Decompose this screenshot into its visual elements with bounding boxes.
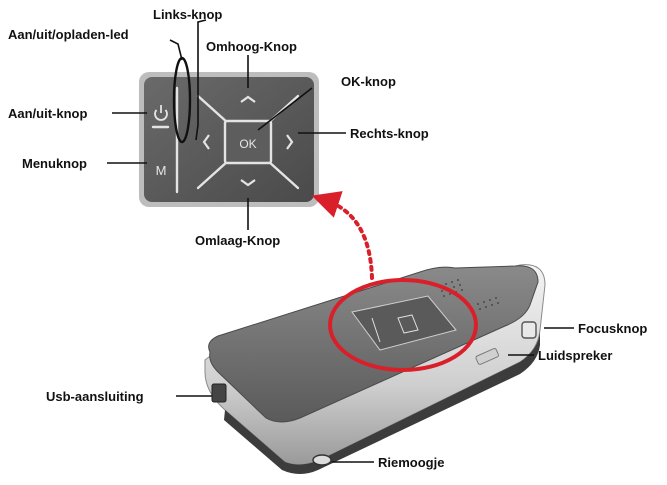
menu-button-label[interactable]: M (156, 163, 167, 178)
label-right-button: Rechts-knop (350, 126, 429, 141)
label-power-button: Aan/uit-knop (8, 106, 87, 121)
ok-button-label: OK (239, 137, 256, 151)
leader-lines (107, 19, 574, 463)
chevron-left-icon[interactable] (202, 134, 210, 150)
strap-hook (312, 454, 332, 466)
label-up-button: Omhoog-Knop (206, 39, 297, 54)
highlight-ring (328, 278, 478, 372)
power-icon[interactable] (154, 105, 168, 121)
label-menu-button: Menuknop (22, 156, 87, 171)
keypad-diagonal-bl (196, 159, 230, 190)
speaker-slot (475, 348, 499, 365)
label-left-button: Links-knop (153, 7, 222, 22)
dotted-curved-arrow-icon (311, 191, 374, 280)
keypad-enlarged: OK M (139, 56, 319, 207)
focus-switch[interactable] (521, 321, 537, 339)
label-speaker: Luidspreker (538, 348, 612, 363)
usb-port[interactable] (211, 383, 227, 403)
label-strap-hook: Riemoogje (378, 455, 444, 470)
label-usb-port: Usb-aansluiting (46, 389, 144, 404)
label-focus-switch: Focusknop (578, 321, 647, 336)
leader-ok (257, 87, 313, 131)
label-down-button: Omlaag-Knop (195, 233, 280, 248)
chevron-right-icon[interactable] (286, 134, 294, 150)
keypad-diagonal-tl (196, 94, 230, 125)
chevron-up-icon[interactable] (240, 95, 256, 103)
keypad-small-ok (397, 314, 419, 334)
leader-led (169, 39, 183, 61)
camcorder-body (204, 264, 546, 474)
chevron-down-icon[interactable] (240, 179, 256, 187)
keypad-on-body (351, 295, 457, 351)
leader-left (195, 19, 207, 141)
label-ok-button: OK-knop (341, 74, 396, 89)
keypad-small-line (371, 317, 381, 343)
keypad-diagonal-br (266, 159, 300, 190)
label-power-led: Aan/uit/opladen-led (8, 27, 129, 42)
callout-labels: Links-knop Aan/uit/opladen-led Omhoog-Kn… (8, 7, 647, 470)
ok-button[interactable] (223, 119, 273, 165)
